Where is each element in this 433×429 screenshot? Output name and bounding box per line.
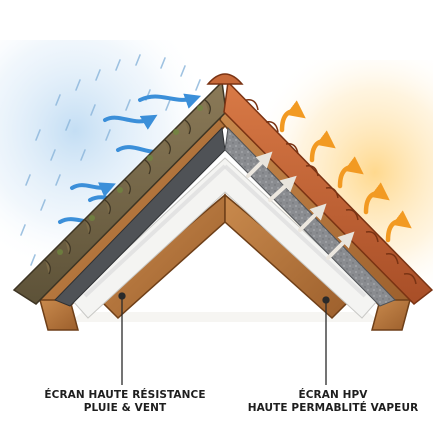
rain-wind-screen-label-line2: PLUIE & VENT bbox=[83, 402, 167, 414]
rain-wind-screen-label-line1: ÉCRAN HAUTE RÉSISTANCE bbox=[44, 389, 206, 401]
callout-leaders bbox=[118, 292, 330, 385]
hpv-screen-label-line2: HAUTE PERMABLITÉ VAPEUR bbox=[247, 402, 419, 414]
rain-wind-screen bbox=[54, 126, 226, 307]
hpv-screen-label: ÉCRAN HPV HAUTE PERMABLITÉ VAPEUR bbox=[238, 389, 428, 415]
terracotta-tiles-right bbox=[223, 80, 433, 306]
vapour-arrow-icon bbox=[246, 151, 355, 260]
ridge-tile bbox=[206, 73, 244, 85]
heat-arrow-icon bbox=[279, 100, 412, 243]
insulation-layer bbox=[71, 157, 379, 319]
rain-wind-screen-label: ÉCRAN HAUTE RÉSISTANCE PLUIE & VENT bbox=[30, 389, 220, 415]
hpv-screen-label-line1: ÉCRAN HPV bbox=[298, 389, 368, 401]
